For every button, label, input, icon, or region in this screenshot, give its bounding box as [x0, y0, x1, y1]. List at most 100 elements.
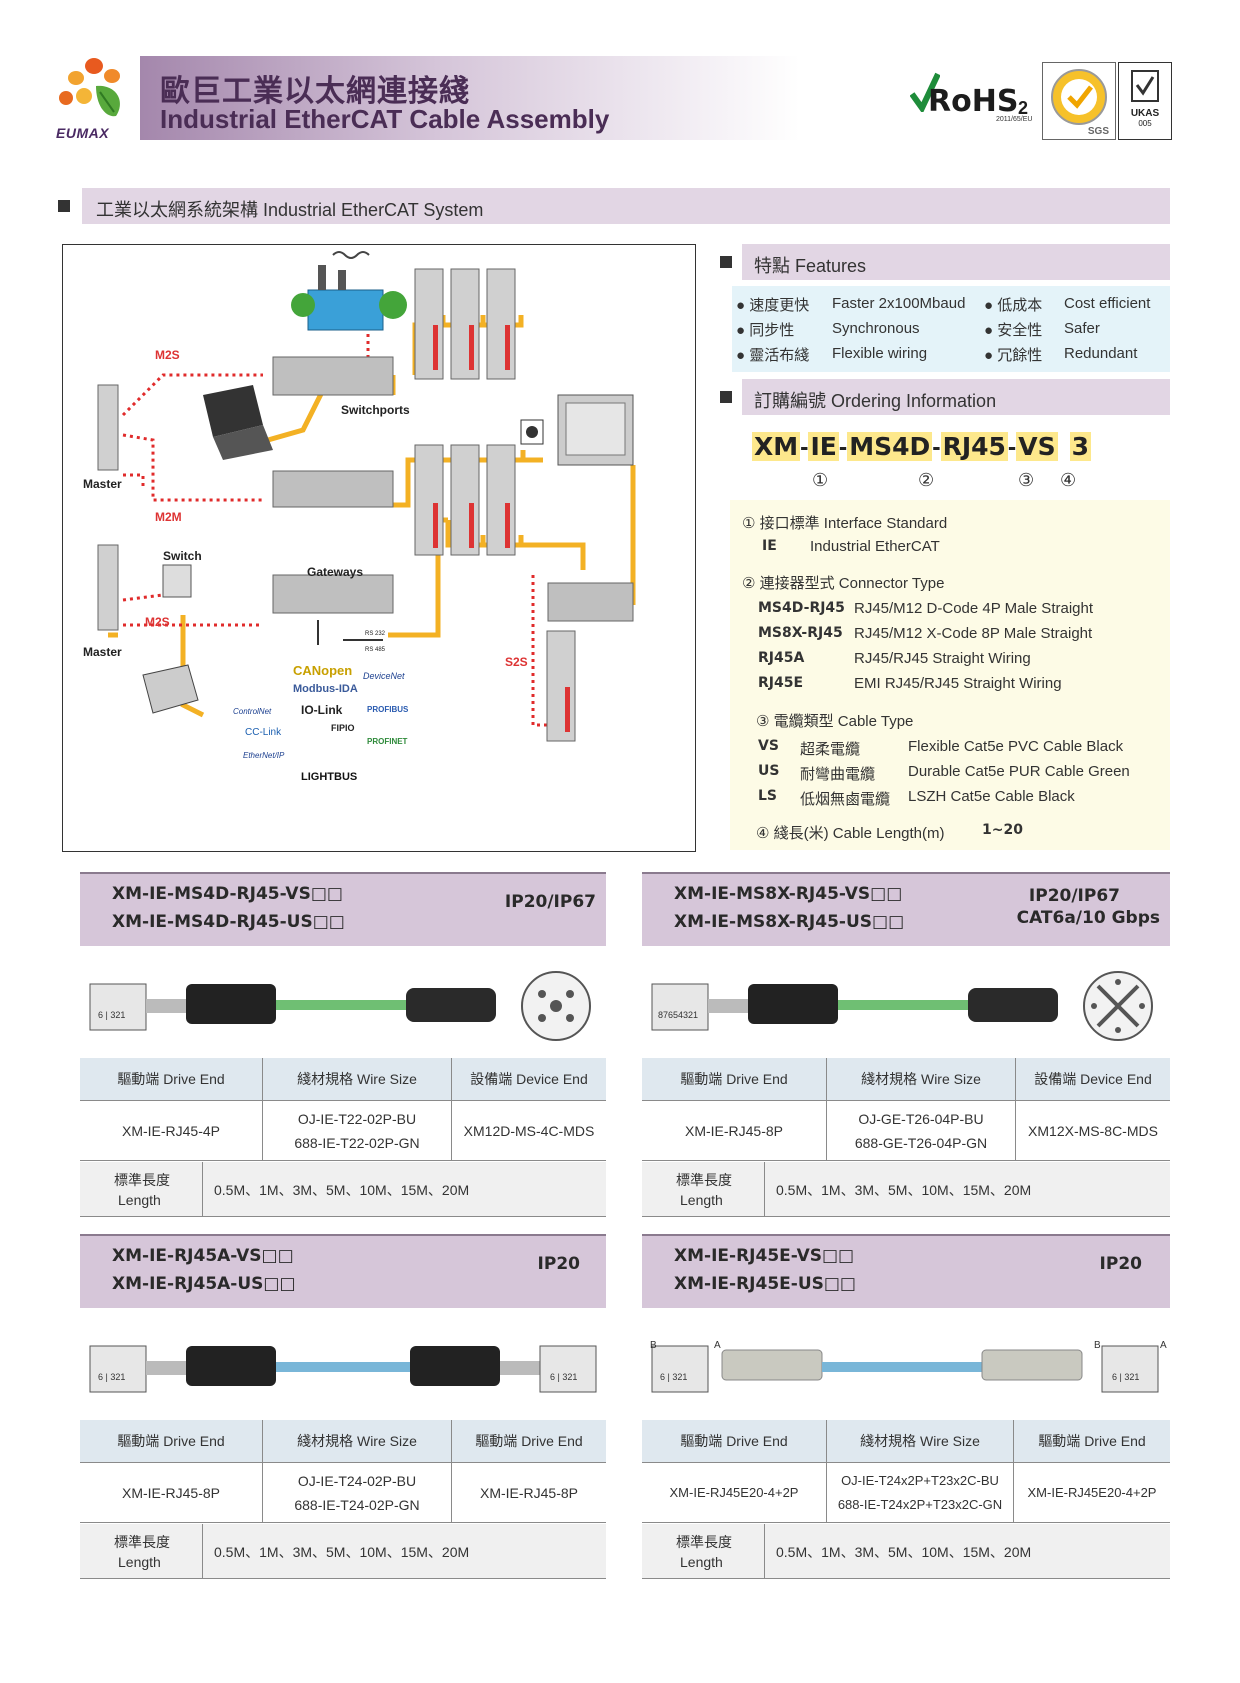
cable-cn: 超柔電纜 [800, 741, 861, 758]
connector-key: RJ45A [758, 650, 805, 666]
network-diagram-svg [97, 251, 636, 742]
cable-cn: 低烟無鹵電纜 [800, 791, 891, 808]
gateways-label: Gateways [307, 565, 364, 579]
cable-val: Durable Cat5e PUR Cable Green [908, 763, 1130, 780]
length-values: 0.5M、1M、3M、5M、10M、15M、20M [214, 1544, 470, 1560]
length-row: 標準長度 Length 0.5M、1M、3M、5M、10M、15M、20M [642, 1162, 1170, 1217]
cable-assembly-image [651, 1345, 1159, 1393]
col-head-wire: 綫材規格 Wire Size [262, 1420, 452, 1463]
model-line-2: XM-IE-MS4D-RJ45-US□□ [112, 912, 345, 932]
rs232-label: RS 232 [365, 631, 386, 637]
length-label-en: Length [680, 1192, 723, 1208]
col-head-drive: 驅動端 Drive End [80, 1058, 263, 1101]
cable-cn: 耐彎曲電纜 [800, 766, 876, 783]
system-section-bar [82, 188, 1170, 224]
panel-header [642, 1234, 1170, 1308]
ordering-details: ① 接口標準 Interface Standard IE Industrial … [730, 500, 1170, 850]
master-bottom-label: Master [83, 645, 122, 659]
interface-title: ① 接口標準 Interface Standard [742, 515, 948, 532]
col-head-drive: 驅動端 Drive End [80, 1420, 263, 1463]
divider [202, 1162, 203, 1216]
checkmark-icon [910, 72, 940, 112]
drive-end-value: XM-IE-RJ45E20-4+2P [642, 1462, 827, 1523]
spec-table: 驅動端 Drive End 綫材規格 Wire Size 設備端 Device … [80, 1058, 606, 1161]
panel-header [80, 1234, 606, 1308]
protocol-ethernetip: EtherNet/IP [243, 751, 285, 760]
code-sep: - [838, 433, 848, 461]
feature-item-en: Synchronous [832, 320, 920, 337]
model-line-2: XM-IE-MS8X-RJ45-US□□ [674, 912, 905, 932]
product-panel-ms4d: XM-IE-MS4D-RJ45-VS□□ XM-IE-MS4D-RJ45-US□… [80, 872, 606, 1217]
cable-val: Flexible Cat5e PVC Cable Black [908, 738, 1124, 755]
features-box: ● 速度更快 Faster 2x100Mbaud ● 低成本 Cost effi… [732, 286, 1170, 372]
cable-key: VS [758, 738, 779, 754]
protocol-devicenet: DeviceNet [363, 671, 405, 681]
length-title: ④ 綫長(米) Cable Length(m) [756, 825, 945, 842]
sgs-badge: SGS [1042, 62, 1116, 140]
feature-item: ● 安全性 [984, 322, 1043, 339]
protocol-lightbus: LIGHTBUS [301, 771, 358, 783]
iso-seal-icon [1051, 69, 1107, 125]
ip-rating: IP20 [537, 1254, 580, 1274]
length-label-cn: 標準長度 [114, 1534, 170, 1550]
code-part-6: 3 [1069, 432, 1091, 461]
laptop-icon [203, 385, 273, 460]
length-values: 0.5M、1M、3M、5M、10M、15M、20M [776, 1182, 1032, 1198]
col-head-wire: 綫材規格 Wire Size [262, 1058, 452, 1101]
length-label-en: Length [118, 1192, 161, 1208]
label-b-right: B [1094, 1340, 1101, 1351]
cable-key: LS [758, 788, 778, 804]
pin-label-right: 6 | 321 [550, 1372, 578, 1382]
ip-rating: IP20/IP67 [504, 892, 596, 912]
pin-label-right: 6 | 321 [1112, 1372, 1140, 1382]
drive-end-value: XM-IE-RJ45-4P [80, 1100, 263, 1161]
length-label-cn: 標準長度 [676, 1172, 732, 1188]
col-head-device: 設備端 Device End [451, 1058, 606, 1101]
protocol-fipio: FIPIO [331, 723, 355, 733]
feature-item-en: Redundant [1064, 345, 1138, 362]
device-end-value: XM12X-MS-8C-MDS [1015, 1100, 1170, 1161]
switch-label: Switch [163, 549, 202, 563]
code-part-2: IE [808, 432, 839, 461]
col-head-drive: 驅動端 Drive End [642, 1420, 827, 1463]
col-head-wire: 綫材規格 Wire Size [826, 1058, 1016, 1101]
code-part-3: MS4D [847, 432, 933, 461]
length-label-cn: 標準長度 [114, 1172, 170, 1188]
drive-end-value: XM-IE-RJ45-8P [642, 1100, 827, 1161]
code-part-5: VS [1016, 432, 1058, 461]
label-a: A [714, 1340, 721, 1351]
feature-item-en: Faster 2x100Mbaud [832, 295, 966, 312]
connector-val: RJ45/RJ45 Straight Wiring [854, 650, 1031, 667]
m2s-top-label: M2S [155, 348, 180, 362]
product-panel-rj45e: XM-IE-RJ45E-VS□□ XM-IE-RJ45E-US□□ IP20 B… [642, 1234, 1170, 1579]
cable-assembly-image [89, 1345, 597, 1393]
col-head-drive: 驅動端 Drive End [642, 1058, 827, 1101]
feature-item: ● 冗餘性 [984, 347, 1043, 364]
s2s-label: S2S [505, 655, 528, 669]
feature-item: ● 速度更快 [736, 297, 810, 314]
spec-table: 驅動端 Drive End 綫材規格 Wire Size 設備端 Device … [642, 1058, 1170, 1161]
logo-icon [59, 58, 120, 117]
rs485-label: RS 485 [365, 647, 386, 653]
ip-rating: IP20 [1099, 1254, 1142, 1274]
product-panel-ms8x: XM-IE-MS8X-RJ45-VS□□ XM-IE-MS8X-RJ45-US□… [642, 872, 1170, 1217]
panel-header [642, 872, 1170, 946]
col-head-drive-2: 驅動端 Drive End [1013, 1420, 1170, 1463]
cat-rating: CAT6a/10 Gbps [1016, 908, 1160, 928]
divider [764, 1162, 765, 1216]
connector-val: RJ45/M12 X-Code 8P Male Straight [854, 625, 1093, 642]
model-line-1: XM-IE-MS4D-RJ45-VS□□ [112, 884, 343, 904]
section-marker [58, 200, 70, 212]
connector-key: MS8X-RJ45 [758, 625, 843, 641]
model-line-1: XM-IE-RJ45A-VS□□ [112, 1246, 294, 1266]
divider [764, 1524, 765, 1578]
protocol-modbus: Modbus-IDA [293, 683, 358, 695]
col-head-drive-2: 驅動端 Drive End [451, 1420, 606, 1463]
length-row: 標準長度 Length 0.5M、1M、3M、5M、10M、15M、20M [80, 1524, 606, 1579]
length-row: 標準長度 Length 0.5M、1M、3M、5M、10M、15M、20M [642, 1524, 1170, 1579]
feature-item-en: Safer [1064, 320, 1100, 337]
logo-text: EUMAX [56, 125, 110, 141]
ordering-marker [720, 391, 732, 403]
connector-key: RJ45E [758, 675, 804, 691]
system-section-title: 工業以太網系統架構 Industrial EtherCAT System [96, 200, 484, 220]
